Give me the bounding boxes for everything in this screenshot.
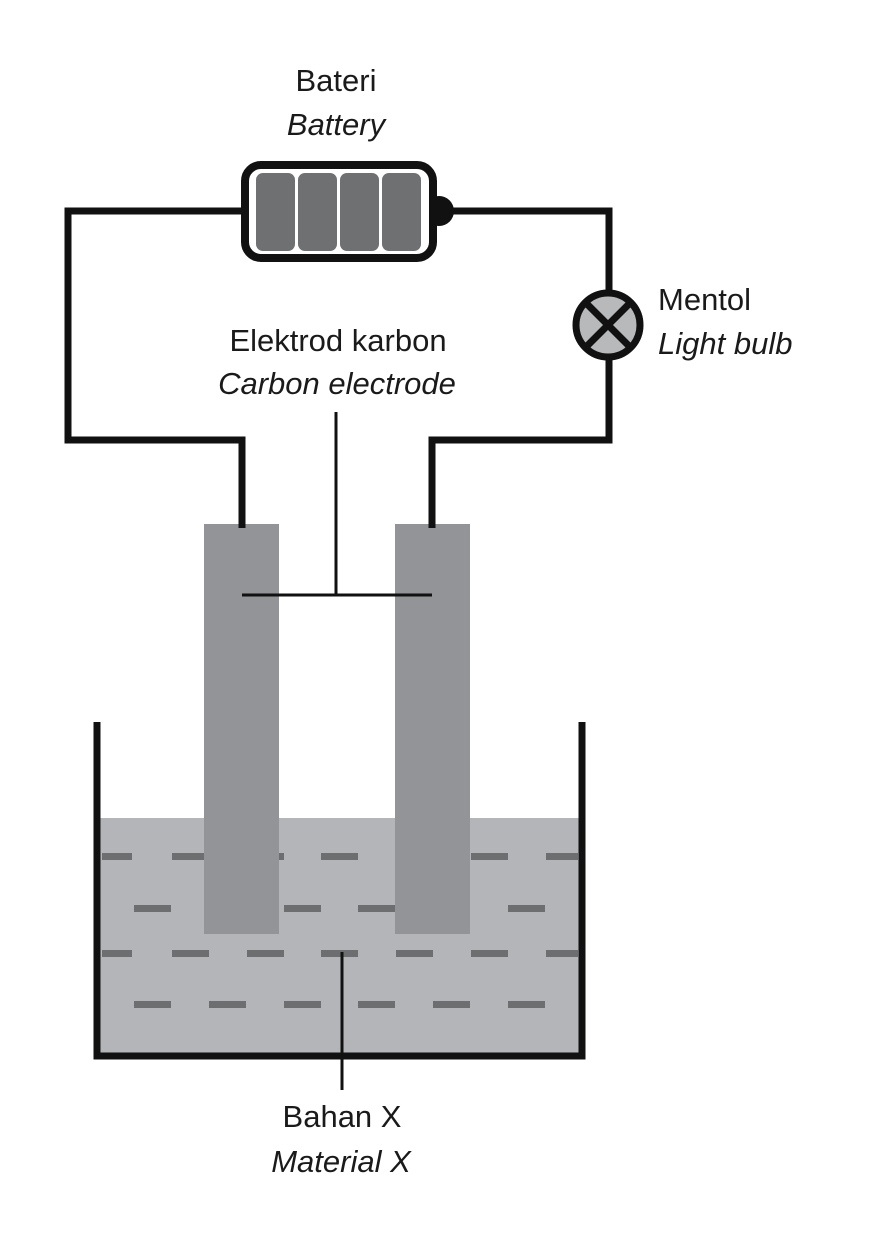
carbon-electrode-right bbox=[395, 524, 470, 934]
light-bulb-icon bbox=[572, 289, 644, 361]
battery-label-ms: Bateri bbox=[296, 63, 377, 98]
electrode-label-en: Carbon electrode bbox=[218, 366, 456, 401]
electrode-label-ms: Elektrod karbon bbox=[229, 323, 446, 358]
carbon-electrode-left bbox=[204, 524, 279, 934]
material-label-ms: Bahan X bbox=[283, 1099, 402, 1134]
bulb-label-ms: Mentol bbox=[658, 282, 751, 317]
battery-label-en: Battery bbox=[287, 107, 388, 142]
electrode-pointer-line bbox=[242, 412, 432, 597]
wire-right-bottom bbox=[428, 360, 613, 528]
solution-dashes bbox=[102, 853, 578, 1008]
wire-left bbox=[64, 207, 246, 528]
bulb-label-en: Light bulb bbox=[658, 326, 792, 361]
wire-right-top bbox=[448, 207, 613, 292]
battery-icon bbox=[241, 161, 454, 262]
material-label-en: Material X bbox=[271, 1144, 412, 1179]
beaker-outline bbox=[93, 722, 586, 1060]
beaker bbox=[93, 722, 586, 1060]
